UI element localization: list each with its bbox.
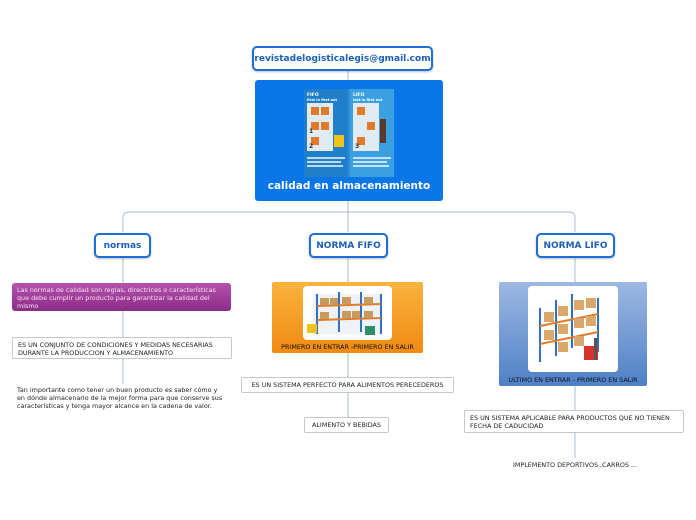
lifo-image-caption: ULTIMO EN ENTRAR - PRIMERO EN SALIR <box>508 376 638 384</box>
normas-conjunto-node[interactable]: ES UN CONJUNTO DE CONDICIONES Y MEDIDAS … <box>12 337 232 359</box>
lifo-subheader: last in first out <box>353 98 383 102</box>
fifo-image-caption: PRIMERO EN ENTRAR -PRIMERO EN SALIR <box>281 343 414 351</box>
branch-lifo-label: NORMA LIFO <box>543 240 608 251</box>
drive-in-rack-icon <box>539 294 599 362</box>
lifo-caducidad-node[interactable]: ES UN SISTEMA APLICABLE PARA PRODUCTOS Q… <box>464 410 684 433</box>
fifo-subheader: first in first out <box>307 98 337 102</box>
normas-importancia-node[interactable]: Tan importante como tener un buen produc… <box>17 386 223 410</box>
fifo-image-node[interactable]: PRIMERO EN ENTRAR -PRIMERO EN SALIR <box>272 282 423 353</box>
branch-normas[interactable]: normas <box>94 233 151 258</box>
branch-normas-label: normas <box>103 240 142 251</box>
branch-fifo[interactable]: NORMA FIFO <box>309 233 388 258</box>
branch-fifo-label: NORMA FIFO <box>316 240 381 251</box>
warehouse-illustration-icon: FIFO first in first out LIFO last in fir… <box>304 89 394 177</box>
lifo-rack-image <box>528 286 618 372</box>
email-node[interactable]: revistadelogisticalegis@gmail.com <box>252 46 433 71</box>
pallet-rack-icon <box>307 292 382 335</box>
email-text: revistadelogisticalegis@gmail.com <box>254 53 431 64</box>
branch-lifo[interactable]: NORMA LIFO <box>536 233 615 258</box>
fifo-lifo-illustration: FIFO first in first out LIFO last in fir… <box>304 89 394 177</box>
fifo-alimentos-node[interactable]: ALIMENTO Y BEBIDAS <box>304 417 389 433</box>
lifo-image-node[interactable]: ULTIMO EN ENTRAR - PRIMERO EN SALIR <box>499 282 647 386</box>
shelf-number-2: 2 <box>309 143 313 150</box>
fifo-rack-image <box>303 286 392 340</box>
central-title: calidad en almacenamiento <box>267 180 431 192</box>
shelf-number-1: 1 <box>309 128 313 135</box>
lifo-header: LIFO <box>353 92 365 98</box>
fifo-perecederos-node[interactable]: ES UN SISTEMA PERFECTO PARA ALIMENTOS PE… <box>241 377 454 393</box>
fifo-header: FIFO <box>307 92 319 98</box>
central-topic[interactable]: FIFO first in first out LIFO last in fir… <box>255 80 443 201</box>
shelf-number-3: 3 <box>355 143 359 150</box>
lifo-implementos-node[interactable]: IMPLEMENTO DEPORTIVOS ,CARROS ... <box>512 461 638 469</box>
normas-definition-node[interactable]: Las normas de calidad son reglas, direct… <box>12 283 231 311</box>
